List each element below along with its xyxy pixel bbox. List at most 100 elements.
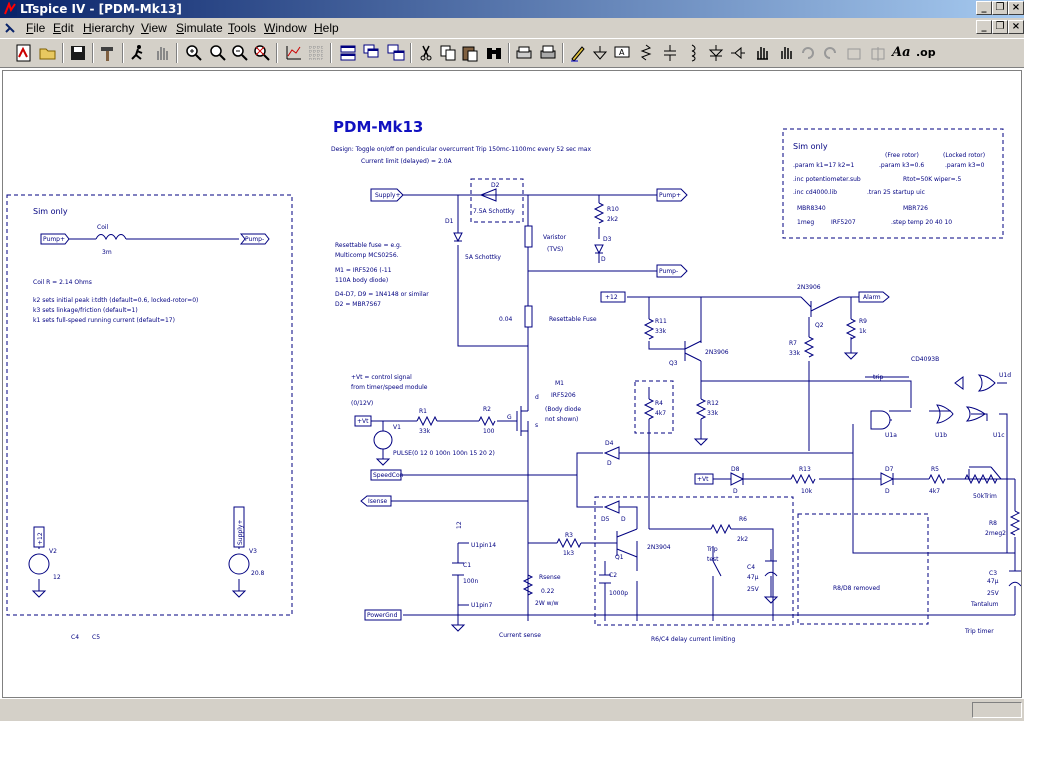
locked-rotor-label: (Locked rotor) bbox=[943, 152, 985, 159]
port-v2-12 bbox=[33, 526, 45, 548]
menu-window[interactable]: Window bbox=[264, 21, 307, 35]
d3-ref: D3 bbox=[603, 236, 612, 243]
c5-left-label: C5 bbox=[92, 634, 100, 641]
print-icon[interactable] bbox=[538, 43, 558, 63]
tile-horizontal-icon[interactable] bbox=[338, 43, 358, 63]
powergnd-label: PowerGnd bbox=[367, 612, 398, 619]
cascade-icon[interactable] bbox=[362, 43, 382, 63]
maximize-icon[interactable]: ❐ bbox=[992, 1, 1008, 15]
cut-icon[interactable] bbox=[416, 43, 436, 63]
schematic-drawing: PDM-Mk13 Design: Toggle on/off on pendic… bbox=[6, 118, 1021, 643]
spice-directive-icon[interactable]: .op bbox=[916, 46, 936, 59]
resistor-icon[interactable] bbox=[636, 43, 656, 63]
ground-icon[interactable] bbox=[590, 43, 610, 63]
u1pin14-label: U1pin14 bbox=[471, 542, 496, 549]
d2-box bbox=[470, 178, 524, 223]
run-simulation-icon[interactable] bbox=[128, 43, 148, 63]
menu-file[interactable]: File bbox=[26, 21, 46, 35]
menu-help[interactable]: Help bbox=[314, 21, 339, 35]
u1a-nand-gate bbox=[870, 410, 892, 430]
zoom-out-icon[interactable] bbox=[230, 43, 250, 63]
r8-value: 2meg2 bbox=[985, 530, 1006, 537]
capacitor-icon[interactable] bbox=[660, 43, 680, 63]
menu-simulate[interactable]: Simulate bbox=[176, 21, 223, 35]
menu-edit[interactable]: Edit bbox=[53, 21, 74, 35]
r7-value: 33k bbox=[789, 350, 801, 357]
autorange-icon[interactable] bbox=[284, 43, 304, 63]
diode-icon[interactable] bbox=[706, 43, 726, 63]
svg-text:A: A bbox=[619, 48, 625, 57]
c3-value: 47μ bbox=[987, 578, 999, 585]
d4-model: D bbox=[607, 460, 612, 467]
grid-icon[interactable] bbox=[306, 43, 326, 63]
window-title: LTspice IV - [PDM-Mk13] bbox=[20, 2, 182, 16]
r7-ref: R7 bbox=[789, 340, 797, 347]
r1-resistor bbox=[416, 415, 438, 427]
doc-close-icon[interactable]: × bbox=[1008, 20, 1024, 34]
open-folder-icon[interactable] bbox=[38, 43, 58, 63]
doc-restore-icon[interactable]: ❐ bbox=[992, 20, 1008, 34]
design-note: Design: Toggle on/off on pendicular over… bbox=[331, 146, 591, 153]
mirror-icon[interactable] bbox=[868, 43, 888, 63]
r13-resistor bbox=[790, 473, 816, 485]
zoom-in-icon[interactable] bbox=[184, 43, 204, 63]
r2-value: 100 bbox=[483, 428, 495, 435]
m1-drain-pin: d bbox=[535, 394, 539, 401]
print-preview-icon[interactable] bbox=[514, 43, 534, 63]
menu-hierarchy[interactable]: Hierarchy bbox=[83, 21, 135, 35]
text-font-icon[interactable]: Aa bbox=[892, 45, 911, 60]
tile-vertical-icon[interactable] bbox=[386, 43, 406, 63]
rotate-icon[interactable] bbox=[844, 43, 864, 63]
v2-source bbox=[28, 553, 50, 575]
d2-type: 7.5A Schottky bbox=[473, 208, 515, 215]
r10-value: 2k2 bbox=[607, 216, 618, 223]
m1-mosfet bbox=[516, 394, 529, 436]
toolbar-separator bbox=[276, 43, 278, 63]
minimize-icon[interactable]: _ bbox=[976, 1, 992, 15]
c3-ref: C3 bbox=[989, 570, 997, 577]
zoom-fit-icon[interactable] bbox=[252, 43, 272, 63]
alarm-label: Alarm bbox=[863, 294, 881, 301]
trip-test-switch bbox=[712, 560, 722, 581]
drag-hand-icon[interactable] bbox=[776, 43, 796, 63]
copy-icon[interactable] bbox=[438, 43, 458, 63]
resettable-fuse bbox=[524, 305, 533, 328]
inductor-icon[interactable] bbox=[682, 43, 702, 63]
menu-view[interactable]: View bbox=[141, 21, 167, 35]
c4-value: 47μ bbox=[747, 574, 759, 581]
new-schematic-icon[interactable] bbox=[14, 43, 34, 63]
undo-icon[interactable] bbox=[798, 43, 818, 63]
toolbar-separator bbox=[562, 43, 564, 63]
doc-minimize-icon[interactable]: _ bbox=[976, 20, 992, 34]
zoom-pan-icon[interactable] bbox=[208, 43, 228, 63]
move-hand-icon[interactable] bbox=[752, 43, 772, 63]
halt-hand-icon[interactable] bbox=[152, 43, 172, 63]
r5-resistor bbox=[928, 473, 946, 485]
r9-ref: R9 bbox=[859, 318, 867, 325]
r4-value: 4k7 bbox=[655, 410, 666, 417]
redo-icon[interactable] bbox=[820, 43, 840, 63]
schematic-doc-icon[interactable] bbox=[3, 21, 17, 35]
q3-ref: Q3 bbox=[669, 360, 678, 367]
c3-type: Tantalum bbox=[970, 601, 999, 608]
ground-c4 bbox=[763, 576, 779, 604]
component-icon[interactable] bbox=[728, 43, 748, 63]
find-binoculars-icon[interactable] bbox=[484, 43, 504, 63]
c1-value: 100n bbox=[463, 578, 478, 585]
port-coil-pump-minus bbox=[239, 233, 270, 245]
d8-model: D bbox=[733, 488, 738, 495]
q3-type: 2N3906 bbox=[705, 349, 729, 356]
coil-pump-minus-label: Pump- bbox=[245, 236, 264, 243]
label-net-icon[interactable]: A bbox=[612, 43, 632, 63]
save-icon[interactable] bbox=[68, 43, 88, 63]
draw-wire-pencil-icon[interactable] bbox=[568, 43, 588, 63]
port-pump-plus bbox=[656, 188, 688, 202]
schematic-canvas[interactable]: PDM-Mk13 Design: Toggle on/off on pendic… bbox=[2, 70, 1022, 698]
paste-icon[interactable] bbox=[460, 43, 480, 63]
pump-plus-label: Pump+ bbox=[659, 192, 681, 199]
close-icon[interactable]: × bbox=[1008, 1, 1024, 15]
control-panel-hammer-icon[interactable] bbox=[98, 43, 118, 63]
d5-model: D bbox=[621, 516, 626, 523]
sim-only-right-heading: Sim only bbox=[793, 142, 828, 151]
menu-tools[interactable]: Tools bbox=[228, 21, 257, 35]
